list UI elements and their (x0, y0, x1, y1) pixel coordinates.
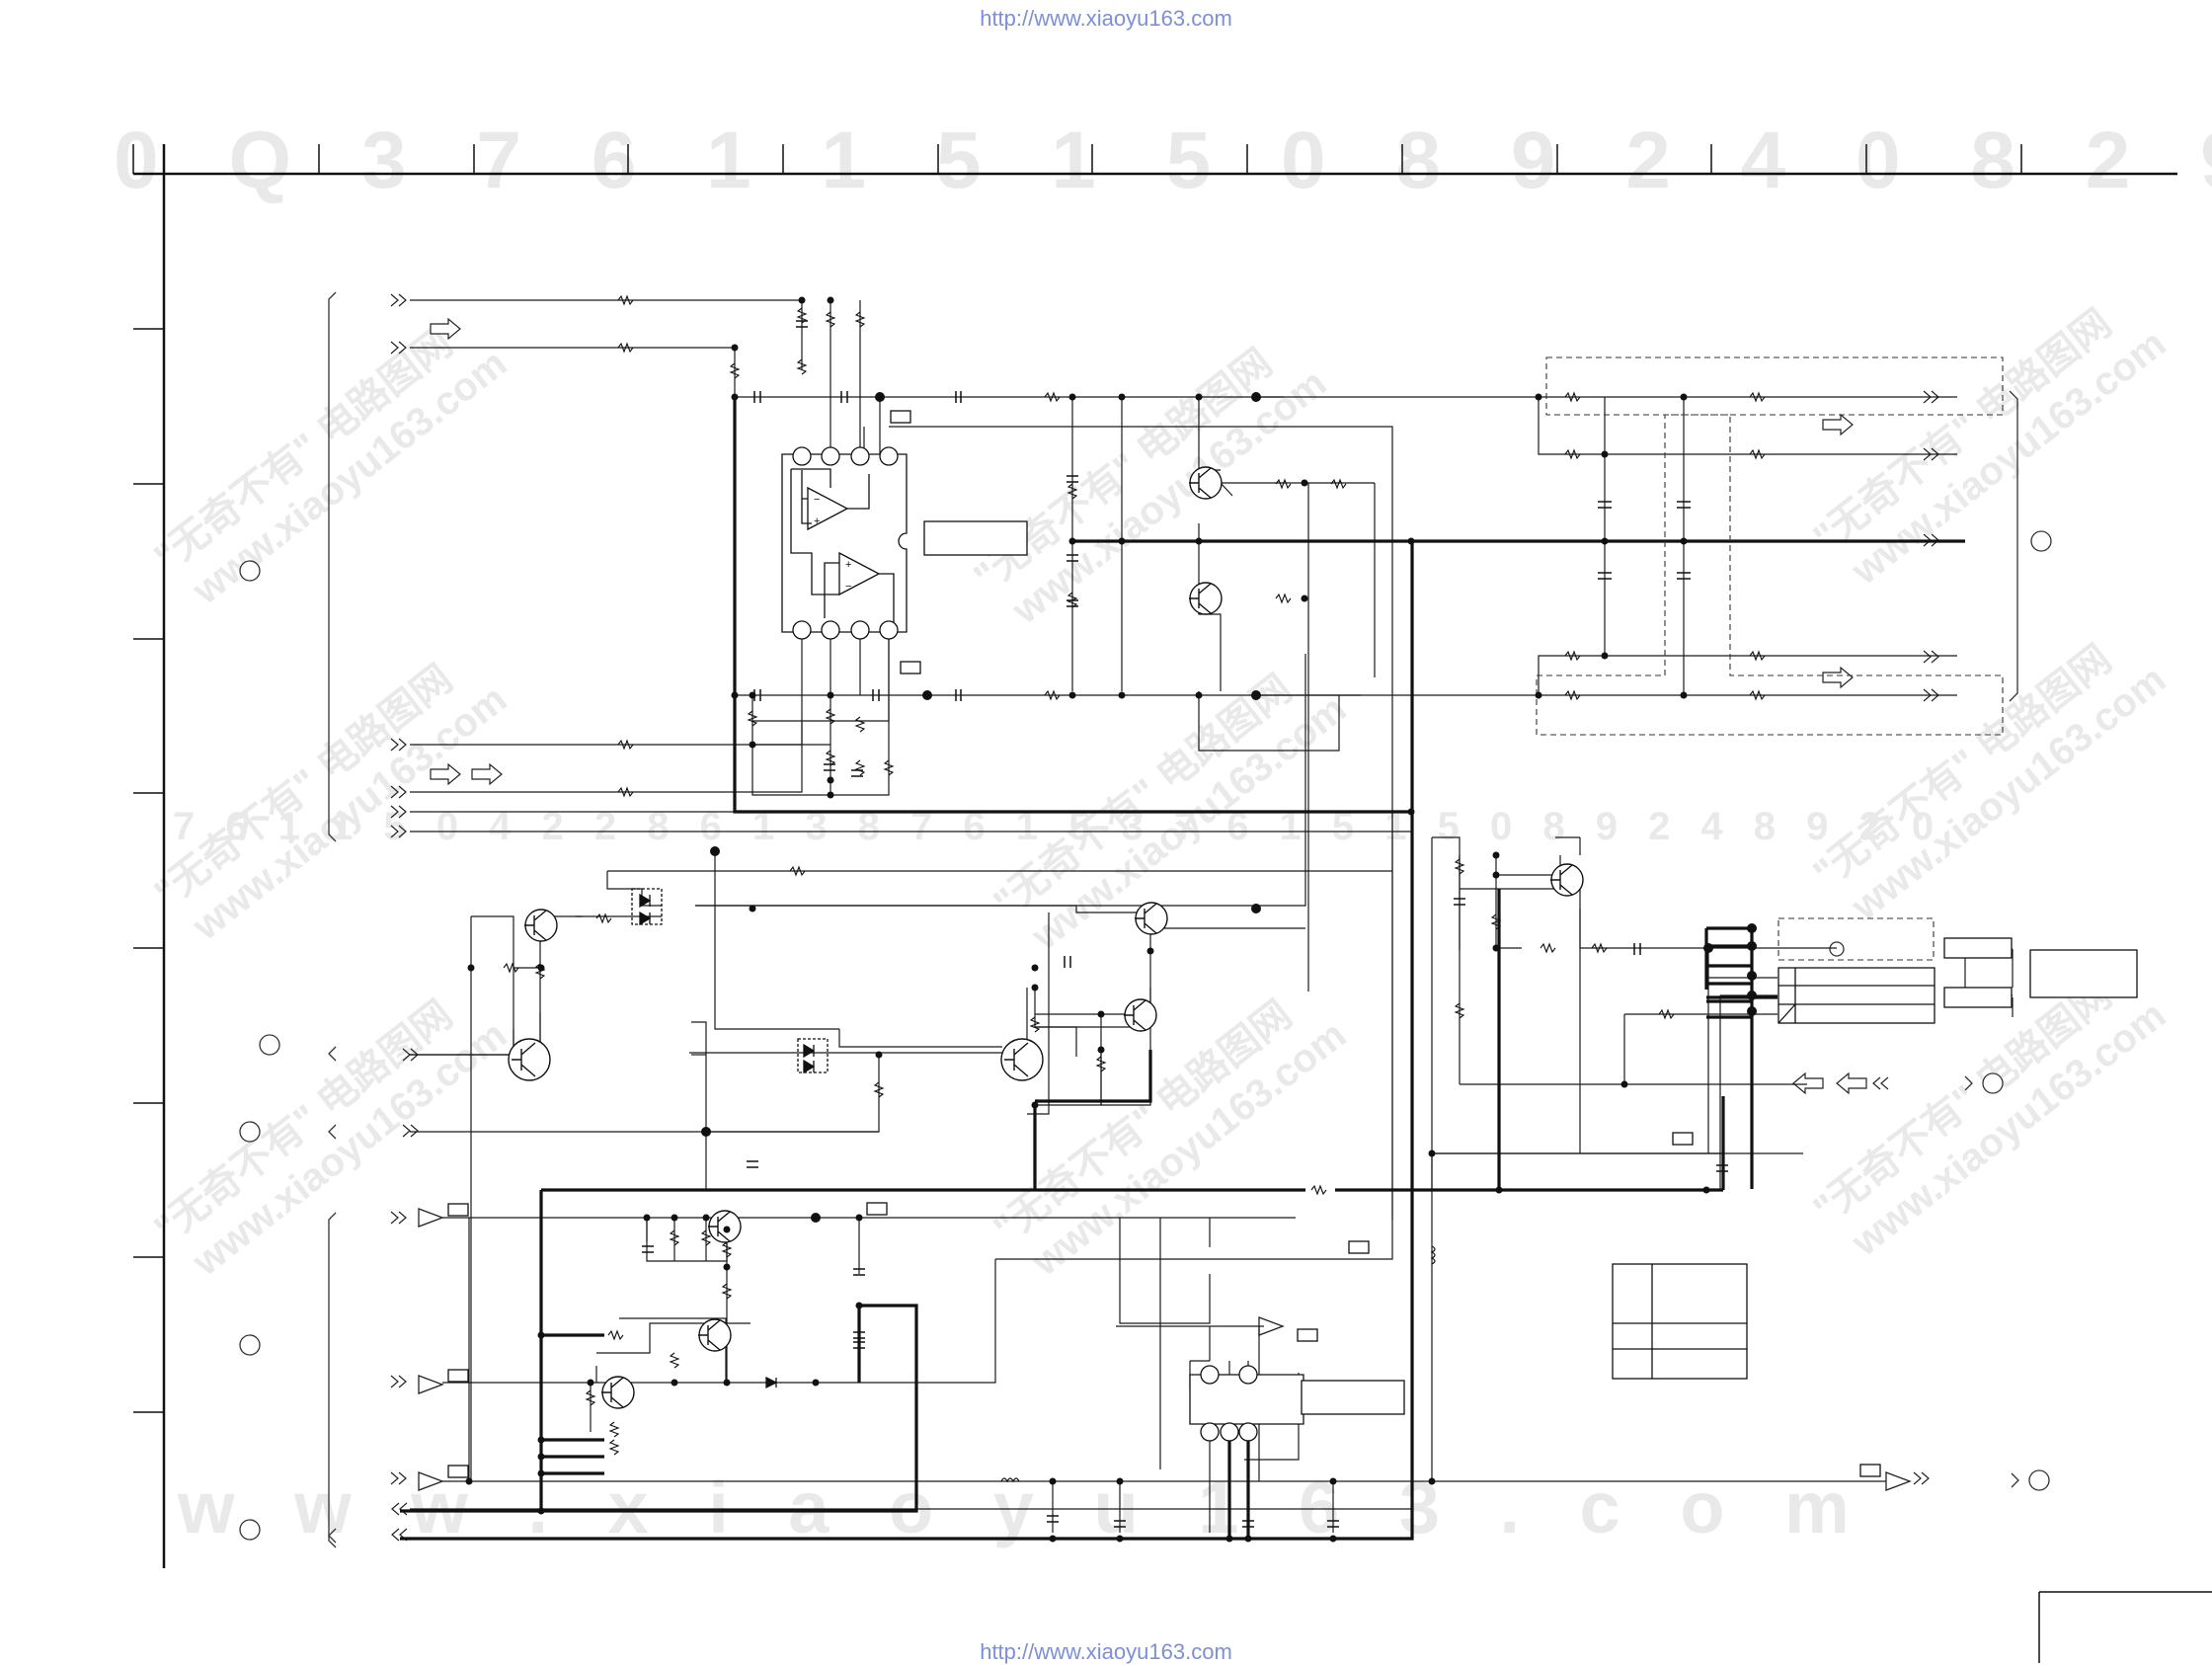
source-url-top[interactable]: http://www.xiaoyu163.com (980, 6, 1232, 31)
dashed-enclosures (1536, 357, 2004, 961)
label-boxes (923, 520, 2138, 1415)
transistors (508, 466, 1584, 1409)
svg-text:+: + (845, 559, 851, 571)
diodes (631, 888, 829, 1389)
svg-text:−: − (814, 494, 820, 506)
tag-boxes (447, 410, 1881, 1478)
svg-text:−: − (845, 581, 851, 593)
triangle-buffers (418, 1208, 1912, 1491)
opamp-ic: − + + − (781, 446, 908, 640)
input-terminals (390, 293, 419, 1542)
connector-arrows (328, 1046, 2019, 1544)
left-brackets (328, 291, 2018, 1548)
connector-circles (239, 530, 2052, 1541)
svg-text:+: + (814, 515, 820, 527)
capacitors (642, 320, 1728, 1528)
lower-ic (1189, 1365, 1304, 1442)
resistors (503, 294, 1766, 1456)
junction-dots (465, 296, 1757, 1543)
source-url-bottom[interactable]: http://www.xiaoyu163.com (980, 1639, 1232, 1664)
inductors (1000, 1245, 1436, 1483)
watermark-top-digits: 0 Q 3 7 6 1 1 5 1 5 0 8 9 2 4 0 8 2 9 9 (114, 116, 2212, 205)
frame-border (132, 144, 2212, 1663)
